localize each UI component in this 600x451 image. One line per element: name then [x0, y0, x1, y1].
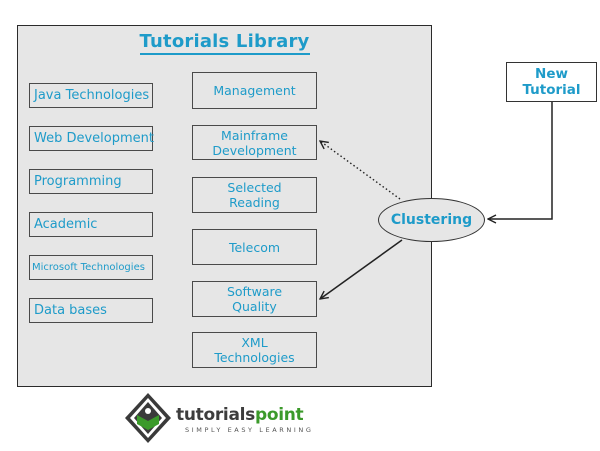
category-management: Management — [192, 72, 317, 109]
category-selected-reading: Selected Reading — [192, 177, 317, 213]
new-tutorial-box: New Tutorial — [506, 62, 597, 102]
logo-tagline: SIMPLY EASY LEARNING — [185, 426, 314, 434]
category-programming: Programming — [29, 169, 153, 194]
arrow-new-tutorial-to-clustering — [488, 102, 553, 219]
category-data-bases: Data bases — [29, 298, 153, 323]
library-title: Tutorials Library — [17, 31, 432, 55]
category-web-development: Web Development — [29, 126, 154, 151]
category-java-technologies: Java Technologies — [29, 83, 153, 108]
logo-wordmark: tutorialspoint — [176, 405, 304, 425]
category-academic: Academic — [29, 212, 153, 237]
category-telecom: Telecom — [192, 229, 317, 265]
category-microsoft-technologies: Microsoft Technologies — [29, 255, 153, 280]
category-xml-technologies: XML Technologies — [192, 332, 317, 368]
arrow-clustering-to-mainframe — [320, 141, 401, 200]
arrow-clustering-to-software-quality — [320, 239, 403, 299]
clustering-ellipse: Clustering — [378, 198, 485, 242]
category-mainframe-development: Mainframe Development — [192, 125, 317, 160]
category-software-quality: Software Quality — [192, 281, 317, 317]
